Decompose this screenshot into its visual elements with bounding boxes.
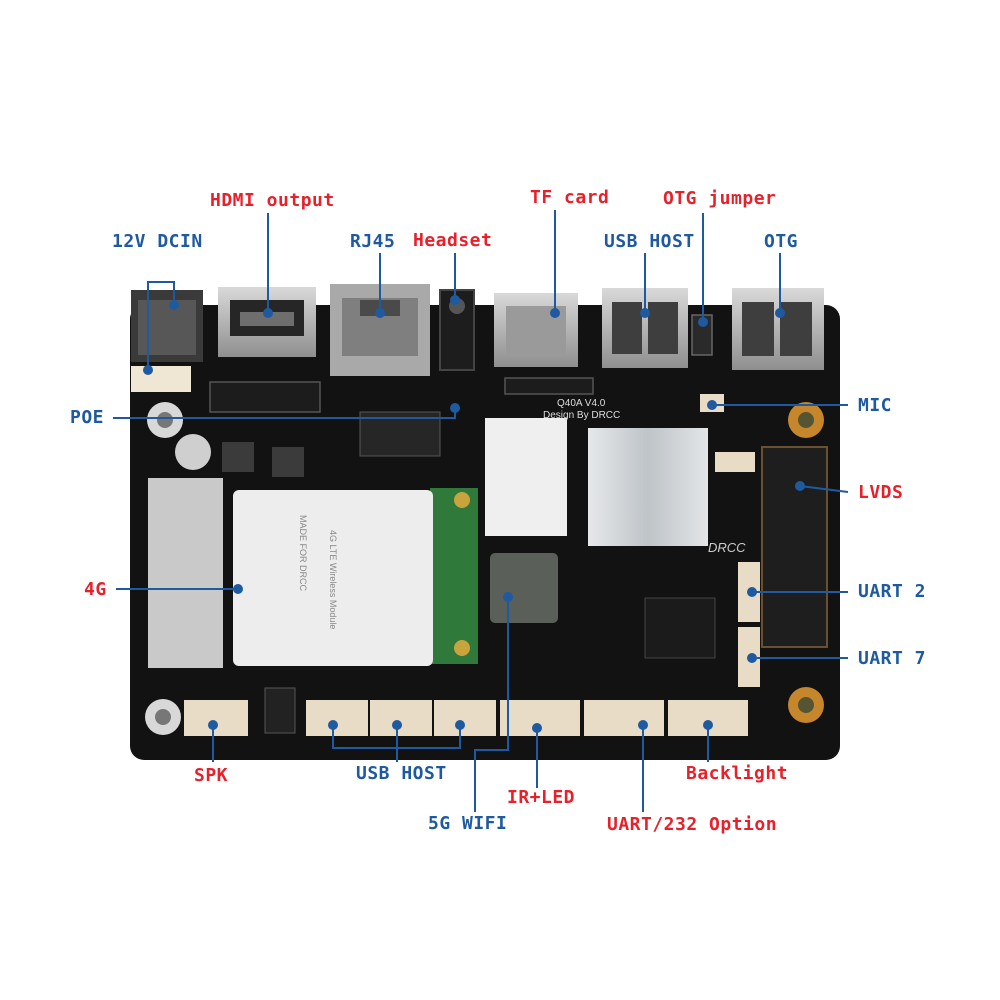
label-uart2: UART 2 — [858, 581, 927, 602]
nand-chip — [644, 597, 716, 659]
mounting-hole — [788, 402, 824, 438]
label-uart7: UART 7 — [858, 648, 927, 669]
label-usb-host-top: USB HOST — [604, 231, 695, 252]
label-usb-host-bottom: USB HOST — [356, 763, 447, 784]
antenna-pad — [454, 492, 470, 508]
label-mic: MIC — [858, 395, 893, 416]
label-backlight: Backlight — [686, 763, 789, 784]
usb-host-connector — [370, 700, 432, 736]
tf-card-slot — [494, 293, 578, 367]
label-ir-led: IR+LED — [507, 787, 576, 808]
label-4g: 4G — [84, 579, 107, 600]
4g-module: 4G LTE Wireless Module MADE FOR DRCC — [233, 488, 478, 666]
module-title-text: 4G LTE Wireless Module — [328, 530, 338, 629]
heatsink — [588, 428, 708, 546]
label-poe: POE — [70, 407, 105, 428]
label-otg-jumper: OTG jumper — [663, 188, 777, 209]
callout-lines — [113, 210, 849, 812]
callout-dcin — [147, 281, 175, 370]
label-12v-dcin: 12V DCIN — [112, 231, 203, 252]
label-5g-wifi: 5G WIFI — [428, 813, 508, 834]
label-rj45: RJ45 — [350, 231, 396, 252]
board-model-text: Q40A V4.0 — [557, 398, 606, 409]
inductor — [272, 447, 304, 477]
label-lvds: LVDS — [858, 482, 904, 503]
ic-chip — [359, 411, 441, 457]
uart232-connector — [584, 700, 664, 736]
mounting-hole — [145, 699, 181, 735]
board-brand-text: DRCC — [708, 540, 746, 555]
spk-connector — [184, 700, 248, 736]
label-tf-card: TF card — [530, 187, 610, 208]
mounting-hole — [147, 402, 183, 438]
antenna-pad — [454, 640, 470, 656]
label-spk: SPK — [194, 765, 229, 786]
pin-header — [209, 381, 321, 413]
sim-slot — [148, 478, 223, 668]
usb-host-connector — [306, 700, 368, 736]
module-made-text: MADE FOR DRCC — [298, 515, 308, 591]
lvds-connector — [761, 446, 828, 648]
small-connector — [715, 452, 755, 472]
board-design-text: Design By DRCC — [543, 410, 620, 421]
wifi-module — [490, 553, 558, 623]
label-hdmi-output: HDMI output — [210, 190, 335, 211]
pin-header-2 — [504, 377, 594, 395]
capacitor — [175, 434, 211, 470]
label-otg: OTG — [764, 231, 799, 252]
label-sticker — [485, 418, 567, 536]
otg-port — [732, 288, 824, 370]
callout-5gwifi — [474, 597, 509, 812]
callout-dots — [143, 295, 805, 733]
inductor — [222, 442, 254, 472]
usb-host-connector — [434, 700, 496, 736]
label-uart232-option: UART/232 Option — [607, 814, 778, 835]
label-headset: Headset — [413, 230, 493, 251]
header-block — [264, 687, 296, 734]
mounting-hole — [788, 687, 824, 723]
callout-lvds — [799, 485, 849, 493]
